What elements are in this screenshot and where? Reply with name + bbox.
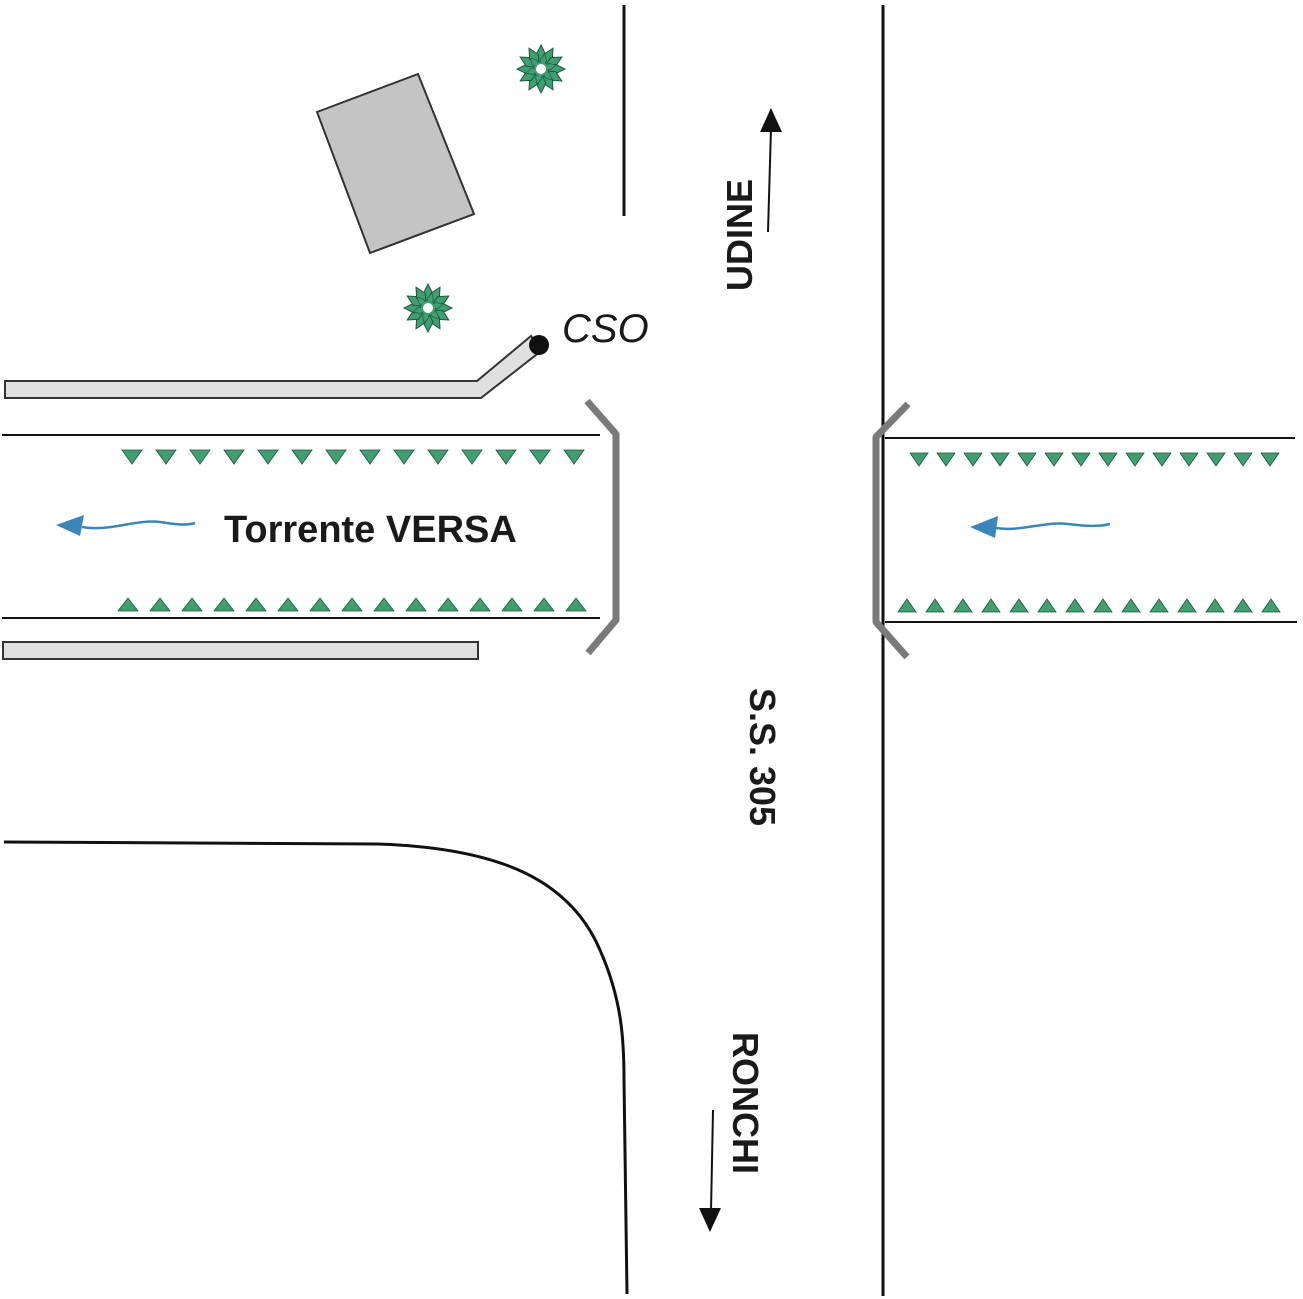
vegetation-row (121, 449, 585, 465)
flow-arrow-icon (56, 515, 196, 536)
building-icon (315, 72, 476, 255)
river-label: Torrente VERSA (224, 509, 517, 551)
direction-arrow-icon (699, 1109, 721, 1232)
vegetation-row (897, 598, 1281, 613)
flow-arrow-icon (970, 516, 1111, 538)
udine-label: UDINE (719, 179, 760, 291)
outfall-pipe (4, 334, 543, 399)
outfall-icon (529, 335, 549, 355)
bridge-abutment-left (584, 398, 620, 656)
road-label: S.S. 305 (742, 688, 783, 826)
cso-label: CSO (562, 307, 649, 351)
bank-strip-lower (2, 641, 479, 660)
tree-icon (403, 283, 453, 333)
ronchi-label: RONCHI (725, 1032, 766, 1174)
vegetation-row (117, 597, 587, 612)
direction-arrow-icon (760, 108, 782, 233)
road-edge-curve (3, 840, 629, 1295)
vegetation-row (909, 452, 1280, 467)
tree-icon (516, 44, 566, 94)
bridge-abutment-right (872, 401, 911, 660)
